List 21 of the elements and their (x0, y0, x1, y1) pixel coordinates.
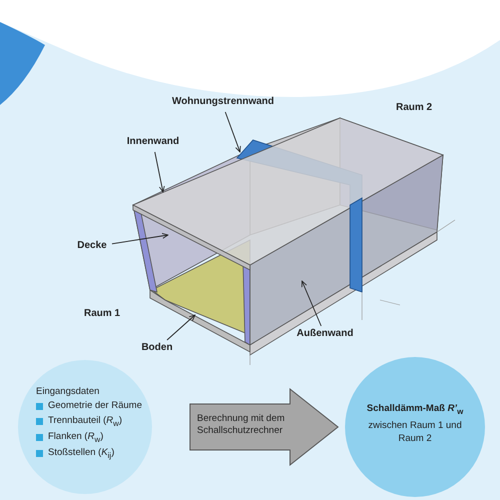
part-label: Boden (138, 342, 176, 356)
result-heading: Schalldämm-Maß R’$_{w}$ (366, 403, 464, 418)
edge-label: Berechnung mit dem Schallschutzrechner (197, 413, 286, 438)
input-item: Geometrie der Räume (48, 400, 142, 413)
leader-line (166, 314, 196, 340)
part-label: Innenwand (125, 136, 181, 150)
part-label: Decke (74, 240, 110, 254)
leader-line (302, 280, 322, 326)
room-label: Raum 2 (396, 102, 432, 113)
input-item: Trennbauteil (R$_{w}$) (48, 414, 122, 429)
part-label: Außenwand (295, 328, 355, 342)
input-heading: Eingangsdaten (36, 386, 100, 398)
input-item: Stoßstellen (K$_{ij}$) (48, 447, 114, 462)
leader-line (154, 152, 165, 192)
result-text: zwischen Raum 1 und Raum 2 (367, 420, 463, 445)
leader-line (224, 112, 241, 152)
block-arrow (190, 388, 339, 466)
room-label: Raum 1 (84, 308, 120, 319)
part-label: Wohnungstrennwand (172, 96, 272, 110)
input-item: Flanken (R$_{w}$) (48, 430, 104, 446)
leader-line (112, 232, 168, 244)
